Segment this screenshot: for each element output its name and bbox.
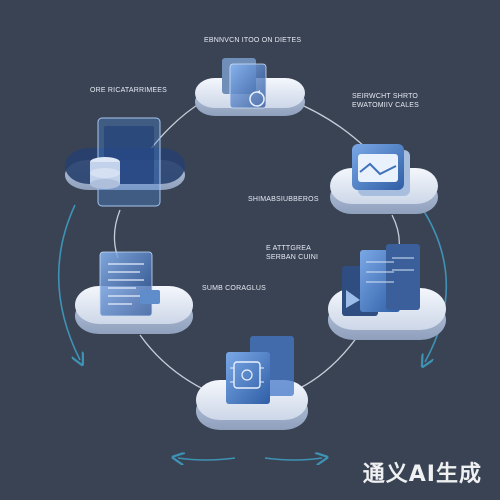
label-center-2: E ATTTGREA SERBAN CUINI — [266, 244, 318, 262]
database-screen-icon — [90, 117, 161, 207]
connector-left-to-bottom — [139, 334, 206, 391]
cycle-arrow-right — [419, 204, 448, 362]
cycle-arrow-bottom-left — [178, 458, 236, 460]
server-rack-icon — [342, 244, 420, 316]
ai-watermark: 通义AI生成 — [362, 462, 482, 487]
cycle-arrows — [57, 204, 448, 460]
label-center-2-line1: E ATTTGREA — [266, 245, 312, 252]
label-upper-left: ORE RICATARRIMEES — [90, 86, 167, 95]
label-upper-right: SEIRWCHT SHRTO EWATOMIIV CALES — [352, 92, 419, 110]
node-top — [195, 58, 305, 116]
cycle-arrow-left — [57, 204, 80, 360]
label-upper-right-line2: EWATOMIIV CALES — [352, 102, 420, 109]
document-list-icon — [99, 251, 160, 317]
label-middle-left: SUMB CORAGLUS — [202, 284, 266, 293]
label-upper-right-line1: SEIRWCHT SHRTO — [352, 93, 419, 100]
label-center-1-text: SHIMABSIUBBEROS — [248, 196, 319, 203]
label-center-2-line2: SERBAN CUINI — [266, 254, 319, 261]
label-center-1: SHIMABSIUBBEROS — [248, 195, 319, 204]
folder-sync-icon — [222, 58, 267, 109]
label-top: EBNNVCN ITOO ON DIETES — [204, 36, 301, 45]
node-upper-left — [65, 117, 185, 207]
node-lower-right — [328, 244, 446, 340]
cycle-arrow-bottom-right — [264, 458, 322, 460]
node-left — [75, 251, 193, 334]
chart-card-icon — [352, 144, 410, 196]
node-right — [330, 144, 438, 214]
label-middle-left-text: SUMB CORAGLUS — [202, 285, 267, 292]
node-bottom — [196, 336, 308, 430]
label-upper-left-text: ORE RICATARRIMEES — [90, 87, 168, 94]
label-top-text: EBNNVCN ITOO ON DIETES — [204, 37, 302, 44]
processor-chip-icon — [226, 336, 294, 404]
connector-left-to-midleft — [113, 209, 121, 259]
